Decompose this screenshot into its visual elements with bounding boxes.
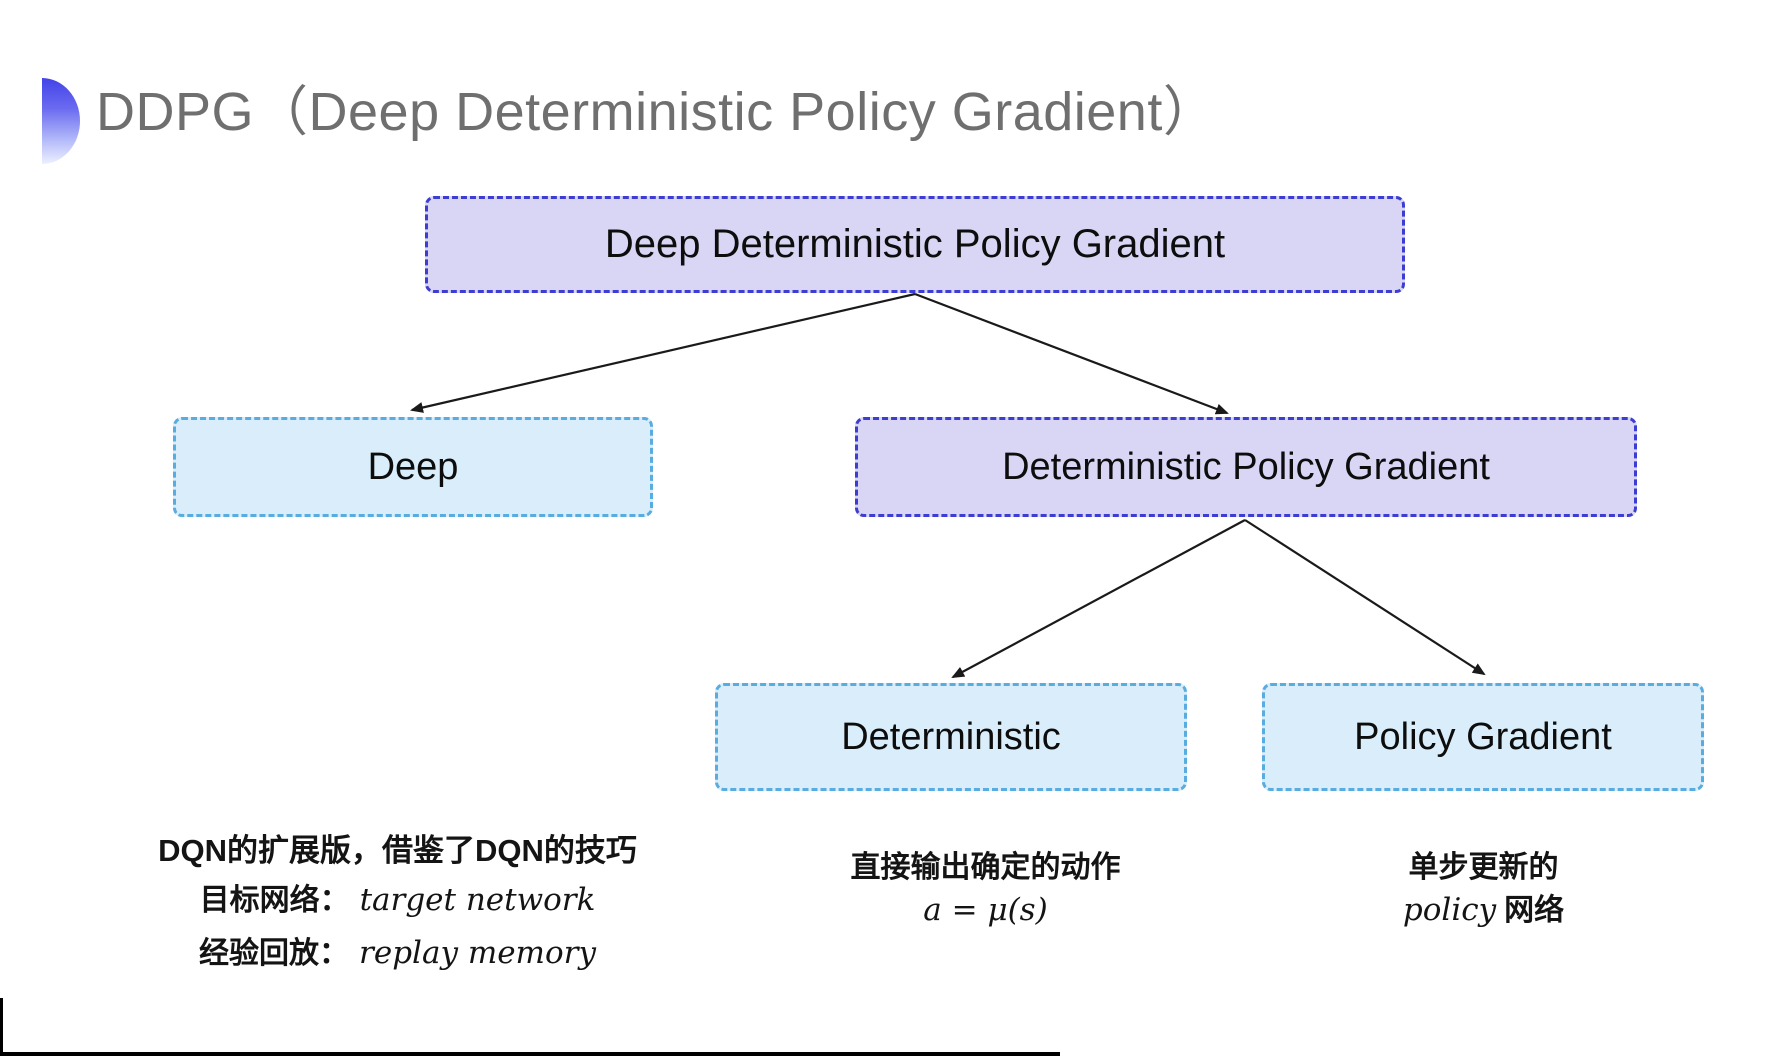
title-bullet-icon [42,78,80,164]
note-line: 经验回放： replay memory [115,935,680,972]
node-label: Deterministic [841,715,1061,758]
video-frame-edge-bottom [0,1052,1060,1056]
note-zh-label: 经验回放： [199,937,350,971]
note-term-target-network: target network [359,881,596,918]
node-label: Deep [367,445,459,488]
note-zh-label: 目标网络： [199,883,350,917]
node-policy-gradient: Policy Gradient [1262,683,1704,791]
note-line: 目标网络： target network [115,881,680,919]
note-line: DQN的扩展版，借鉴了DQN的技巧 [158,833,637,868]
note-deep-dqn-extension: DQN的扩展版，借鉴了DQN的技巧 目标网络： target network 经验… [115,833,680,972]
node-deterministic: Deterministic [715,683,1187,791]
note-formula: a = μ(s) [923,891,1048,928]
note-line: 直接输出确定的动作 [850,851,1121,884]
node-label: Deterministic Policy Gradient [1002,445,1490,488]
edge-dpg-to-deterministic [951,519,1246,678]
note-term-policy: policy [1402,891,1497,928]
note-line: 单步更新的 [1408,851,1559,884]
node-deep-deterministic-policy-gradient: Deep Deterministic Policy Gradient [425,196,1405,293]
edge-ddpg-to-dpg [914,292,1229,415]
node-label: Policy Gradient [1354,715,1612,758]
edge-ddpg-to-deep [410,292,916,413]
note-term-replay-memory: replay memory [359,935,596,972]
note-zh-label: 网络 [1504,893,1565,927]
video-frame-edge-left [0,998,3,1056]
page-title: DDPG（Deep Deterministic Policy Gradient） [96,82,1218,142]
node-deterministic-policy-gradient: Deterministic Policy Gradient [855,417,1637,517]
node-label: Deep Deterministic Policy Gradient [604,222,1226,266]
note-deterministic-action: 直接输出确定的动作 a = μ(s) [763,851,1208,928]
edge-dpg-to-policy-gradient [1244,519,1486,676]
node-deep: Deep [173,417,653,517]
